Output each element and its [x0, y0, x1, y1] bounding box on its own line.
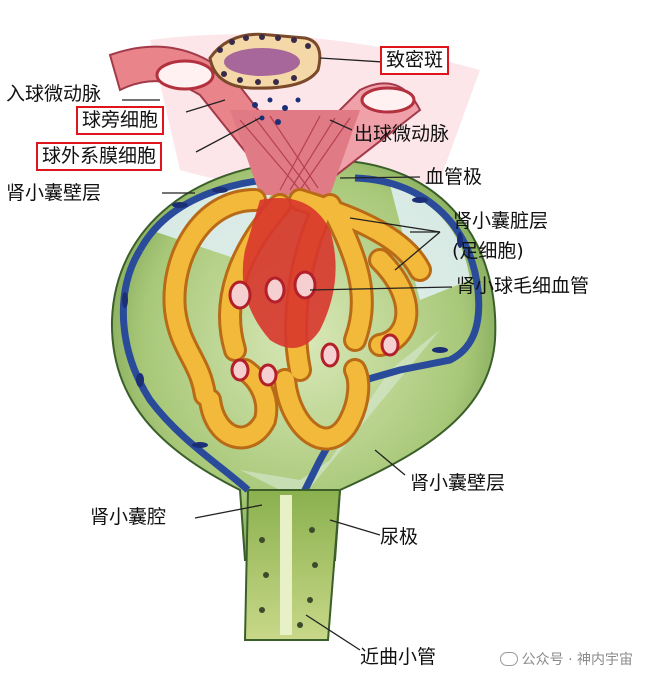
- label-glomerular-capillary: 肾小球毛细血管: [456, 275, 590, 297]
- label-macula-densa: 致密斑: [380, 46, 450, 75]
- wechat-icon: [499, 652, 518, 666]
- label-proximal-tubule: 近曲小管: [360, 646, 437, 668]
- label-juxtaglomerular-cells: 球旁细胞: [76, 106, 165, 135]
- label-urinary-pole: 尿极: [380, 526, 419, 548]
- tubule-lumen: [280, 495, 292, 635]
- macula-densa-nuclei: [217, 34, 311, 85]
- leader-lines: [122, 57, 453, 651]
- label-afferent-arteriole: 入球微动脉: [6, 83, 102, 105]
- proximal-tubule: [243, 489, 342, 641]
- mesangial-dots: [252, 97, 301, 125]
- parietal-nuclei: [122, 187, 463, 448]
- label-extraglomerular-mesangial-cells: 球外系膜细胞: [36, 142, 163, 171]
- efferent-lumen: [360, 86, 416, 114]
- label-parietal-layer-bottom: 肾小囊壁层: [410, 472, 506, 494]
- label-capsular-space: 肾小囊腔: [90, 506, 167, 528]
- capsular-space-right: [390, 185, 470, 300]
- parietal-layer-left: [119, 248, 251, 493]
- tubule-nuclei: [259, 527, 318, 628]
- label-efferent-arteriole: 出球微动脉: [354, 123, 450, 145]
- label-vascular-pole: 血管极: [425, 166, 483, 188]
- label-podocyte: (足细胞): [452, 240, 524, 262]
- capillary-core: [242, 198, 336, 348]
- stalk-stripes: [239, 115, 351, 191]
- watermark-text: 公众号 · 神内宇宙: [521, 652, 633, 668]
- watermark: 公众号 · 神内宇宙: [499, 649, 633, 669]
- afferent-lumen: [155, 59, 215, 91]
- label-parietal-layer-top: 肾小囊壁层: [6, 182, 102, 204]
- label-visceral-layer: 肾小囊脏层: [453, 210, 549, 232]
- macula-densa-lumen: [224, 48, 300, 76]
- capillary-cross-sections: [228, 270, 400, 387]
